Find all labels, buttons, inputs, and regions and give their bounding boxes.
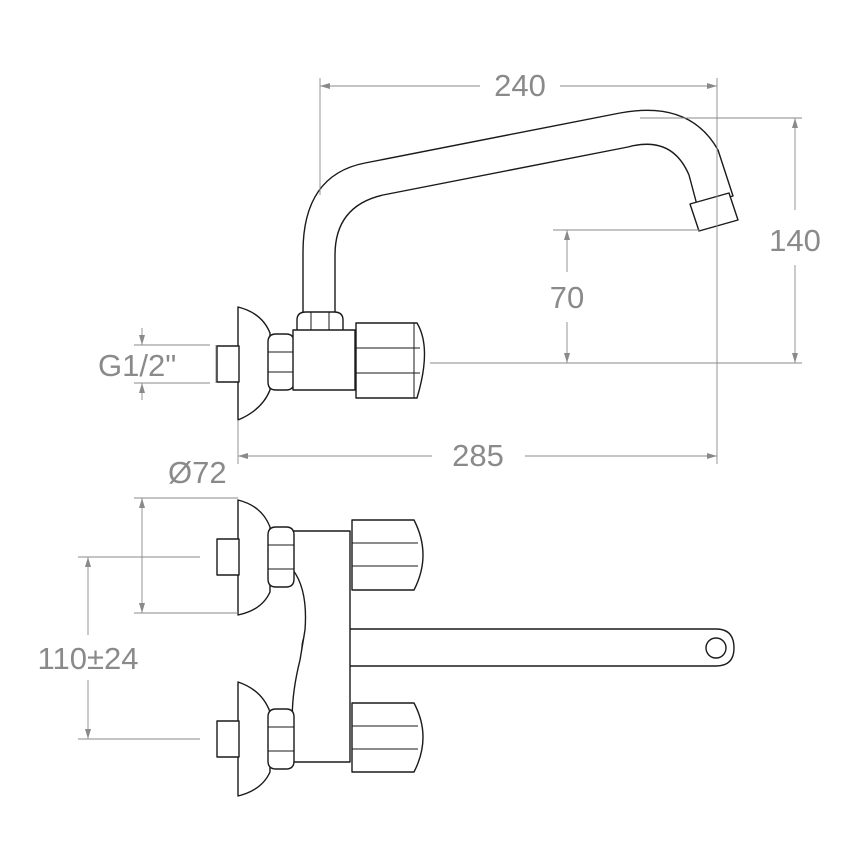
lower-flange [237, 681, 271, 797]
upper-inlet [216, 538, 240, 576]
wall-flange [237, 306, 271, 421]
flange-diameter-label: Ø72 [168, 455, 227, 490]
dim-outlet-height: 70 [550, 229, 700, 363]
spout-tube [302, 109, 734, 319]
spout-reach-label: 240 [494, 68, 546, 103]
dim-spout-height: 140 [430, 117, 821, 364]
lower-hex-nut [267, 708, 295, 770]
upper-handle [351, 519, 424, 591]
spout-top [301, 628, 735, 667]
dim-flange-diameter: Ø72 [134, 455, 238, 614]
lower-handle [351, 702, 424, 773]
dim-spout-reach: 240 [319, 68, 718, 195]
total-depth-label: 285 [452, 438, 504, 473]
hex-nut [267, 333, 295, 391]
dim-inlet-spacing: 110±24 [38, 556, 200, 740]
mixer-body-side [292, 329, 356, 391]
handle-side [355, 322, 426, 399]
outlet-height-label: 70 [550, 280, 584, 315]
side-view [216, 109, 739, 421]
thread-label: G1/2" [98, 348, 176, 383]
upper-hex-nut [267, 526, 295, 588]
inlet-spacing-label: 110±24 [38, 641, 139, 676]
mixer-body-top [291, 530, 351, 763]
dim-total-depth: 285 [237, 150, 718, 473]
dim-thread: G1/2" [98, 328, 217, 400]
upper-flange [237, 499, 271, 616]
lower-inlet [216, 720, 240, 758]
inlet-stub [216, 345, 240, 383]
top-view [216, 499, 735, 797]
aerator-tip [689, 192, 739, 232]
dimensions: 240 140 70 [38, 68, 821, 740]
spout-height-label: 140 [769, 223, 821, 258]
